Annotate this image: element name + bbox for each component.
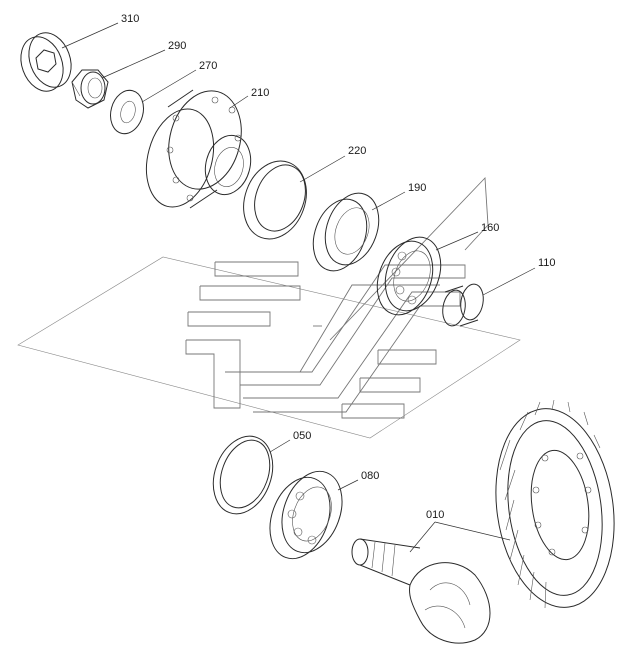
part-310-hex-cap	[20, 32, 72, 92]
reference-plane	[17, 256, 521, 439]
part-010-gear-set	[351, 399, 615, 644]
label-110: 110	[538, 257, 556, 269]
part-220-seal-ring	[243, 160, 307, 240]
label-160: 160	[481, 222, 499, 234]
label-220: 220	[348, 145, 366, 157]
part-210-flange	[145, 89, 252, 209]
part-labels: 310 290 270 210 220 190 160 110 050 080 …	[121, 13, 556, 521]
part-050-shim-ring	[212, 435, 274, 515]
label-270: 270	[199, 60, 217, 72]
label-050: 050	[293, 430, 311, 442]
part-160-ball-bearing	[376, 236, 442, 316]
part-290-nut	[71, 69, 109, 109]
label-210: 210	[251, 87, 269, 99]
watermark-logo	[185, 176, 489, 419]
label-190: 190	[408, 182, 426, 194]
part-110-spacer-sleeve	[442, 283, 484, 327]
part-190-bearing-race	[312, 192, 380, 272]
part-080-roller-bearing	[269, 470, 343, 560]
label-080: 080	[361, 470, 379, 482]
leader-lines	[61, 22, 536, 553]
label-010: 010	[426, 509, 444, 521]
part-270-washer	[110, 89, 144, 135]
label-310: 310	[121, 13, 139, 25]
label-290: 290	[168, 40, 186, 52]
